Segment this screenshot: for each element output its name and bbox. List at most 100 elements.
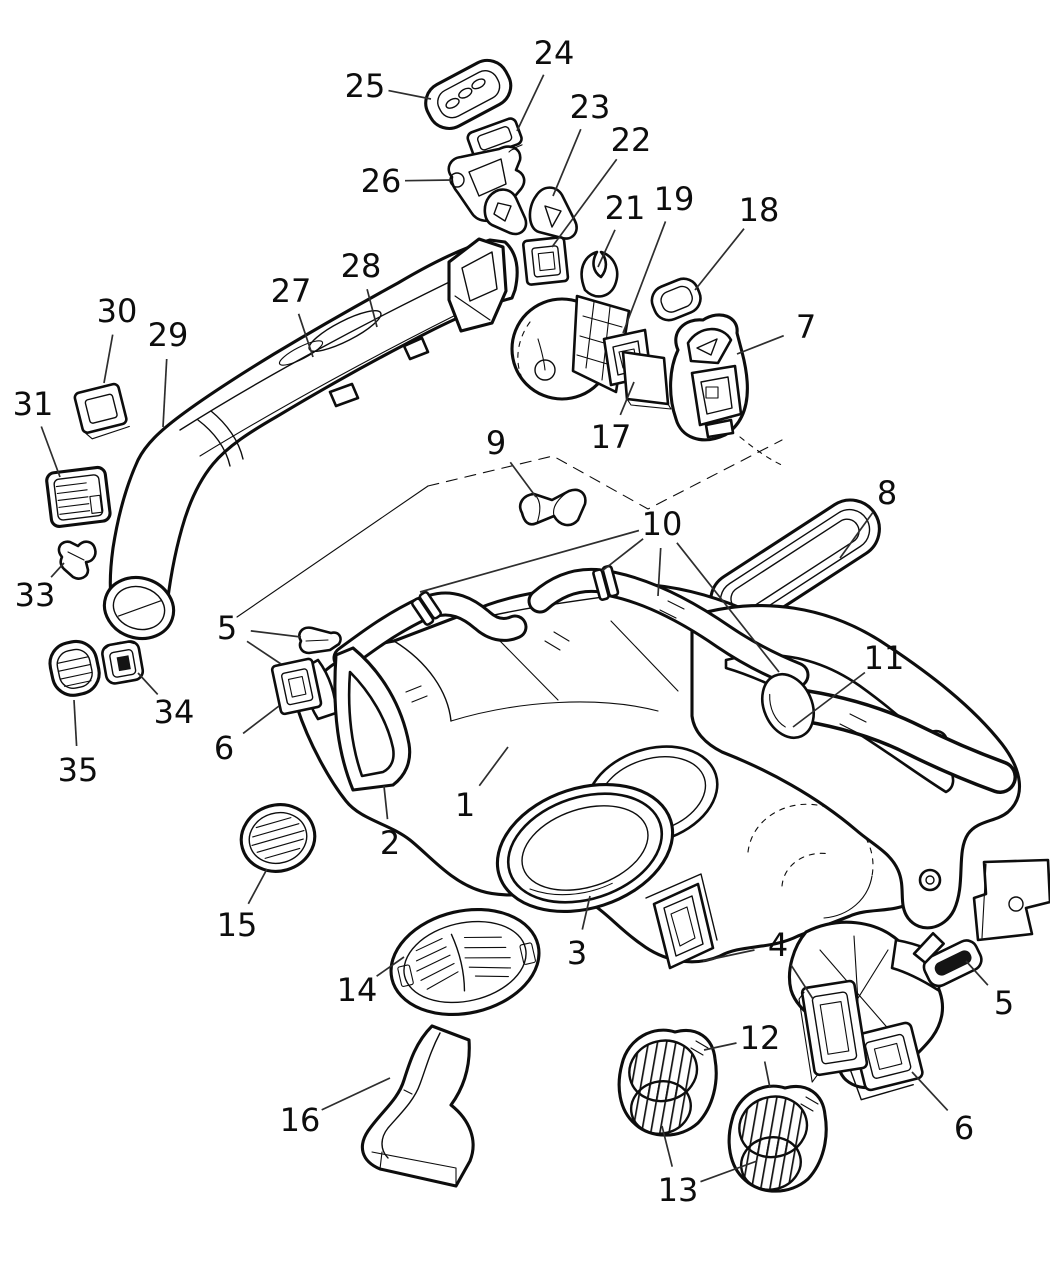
leader-line-10 [601, 538, 644, 572]
leader-line-5 [250, 630, 302, 638]
callout-label-14: 14 [337, 971, 378, 1009]
leader-line-18 [694, 228, 745, 291]
part-27-28-29-lateral-duct-drawing [102, 237, 553, 641]
part-12-13-outlet-a-drawing [617, 1028, 718, 1137]
leader-line-13 [661, 1125, 674, 1167]
leader-line-6 [242, 705, 280, 735]
part-12-13-outlet-b-drawing [727, 1084, 828, 1193]
callout-label-2: 2 [380, 824, 400, 862]
part-18-bezel-ring-drawing [650, 277, 702, 322]
callout-label-3: 3 [567, 934, 587, 972]
leader-line-2 [383, 785, 389, 820]
leader-line-3 [581, 895, 591, 930]
leader-line-22 [551, 158, 618, 248]
callout-label-16: 16 [280, 1101, 321, 1139]
part-23-outlet-drawing [528, 186, 578, 240]
part-30-bezel-drawing [73, 382, 130, 440]
callout-label-15: 15 [217, 906, 258, 944]
callout-label-1: 1 [455, 786, 475, 824]
leader-line-5 [965, 960, 989, 986]
callout-label-35: 35 [58, 751, 99, 789]
part-14-oval-vent-drawing [389, 907, 541, 1017]
leader-line-33 [50, 562, 65, 578]
callout-label-17: 17 [591, 418, 632, 456]
callout-label-23: 23 [570, 88, 611, 126]
callout-label-24: 24 [534, 34, 575, 72]
part-16-boot-duct-drawing [360, 1024, 475, 1188]
callout-label-21: 21 [605, 189, 646, 227]
callout-label-29: 29 [148, 316, 189, 354]
part-4-bezel-lower-drawing [798, 979, 869, 1083]
leader-line-10 [419, 529, 640, 593]
leader-line-4 [702, 949, 755, 962]
part-22-bezel-drawing [522, 236, 570, 286]
callout-label-8: 8 [877, 474, 897, 512]
part-5-right-boot-drawing [912, 931, 983, 988]
part-9-bracket-drawing [518, 488, 587, 527]
callout-label-6: 6 [954, 1109, 974, 1147]
callout-label-18: 18 [739, 191, 780, 229]
callout-label-28: 28 [341, 247, 382, 285]
leader-line-23 [552, 128, 582, 197]
leader-line-10 [657, 547, 662, 597]
callout-label-4: 4 [768, 926, 788, 964]
part-3-gasket-ring-drawing [495, 782, 675, 914]
leader-line-7 [736, 334, 785, 355]
callout-label-34: 34 [154, 693, 195, 731]
callout-label-27: 27 [271, 272, 312, 310]
part-35-round-grille-drawing [48, 639, 101, 697]
callout-label-5: 5 [994, 984, 1014, 1022]
part-4-bezel-upper-drawing [645, 873, 718, 970]
callout-label-30: 30 [97, 292, 138, 330]
callout-label-22: 22 [611, 121, 652, 159]
leader-line-29 [162, 358, 168, 428]
leader-line-12 [763, 1061, 771, 1089]
leader-line-5 [246, 640, 282, 665]
leader-line-30 [103, 334, 114, 384]
part-31-grille-drawing [45, 465, 112, 528]
leader-line-19 [622, 221, 667, 334]
leader-line-11 [792, 671, 866, 728]
leader-line-14 [376, 956, 405, 977]
part-5-left-boot-drawing [298, 626, 342, 655]
leader-line-21 [597, 229, 616, 268]
leader-line-16 [321, 1077, 391, 1111]
leader-line-6 [911, 1071, 949, 1111]
callout-label-26: 26 [361, 162, 402, 200]
leader-line-34 [137, 672, 159, 695]
part-7-vent-housing-drawing [669, 313, 749, 442]
leader-line-15 [247, 868, 268, 905]
part-17-filter-panel-drawing [621, 350, 672, 410]
leader-line-12 [703, 1042, 737, 1051]
leader-line-27 [297, 313, 314, 358]
callout-label-25: 25 [345, 67, 386, 105]
part-25-grille-drawing [424, 58, 513, 130]
callout-label-33: 33 [15, 576, 56, 614]
callout-label-5: 5 [217, 609, 237, 647]
callout-label-11: 11 [864, 639, 905, 677]
leader-line-17 [619, 381, 635, 416]
callout-label-10: 10 [642, 505, 683, 543]
leader-line-1 [478, 746, 509, 787]
part-6-left-bezel-drawing [270, 657, 323, 716]
callout-label-6: 6 [214, 729, 234, 767]
callout-label-7: 7 [796, 308, 816, 346]
part-2-demister-frame-drawing [302, 646, 412, 792]
callout-label-13: 13 [658, 1171, 699, 1209]
part-34-clip-bezel-drawing [101, 640, 145, 685]
leader-line-35 [73, 699, 78, 747]
callout-label-12: 12 [740, 1019, 781, 1057]
leader-line-28 [366, 288, 378, 328]
leader-line-24 [516, 74, 545, 132]
leader-line-13 [700, 1160, 758, 1183]
part-33-clip-drawing [57, 540, 97, 580]
part-21-duct-adapter-drawing [510, 250, 631, 401]
leader-line-26 [404, 179, 453, 182]
leader-line-25 [388, 89, 432, 100]
leader-line-31 [40, 426, 61, 478]
callout-label-19: 19 [654, 180, 695, 218]
leader-line-4 [790, 964, 814, 1000]
